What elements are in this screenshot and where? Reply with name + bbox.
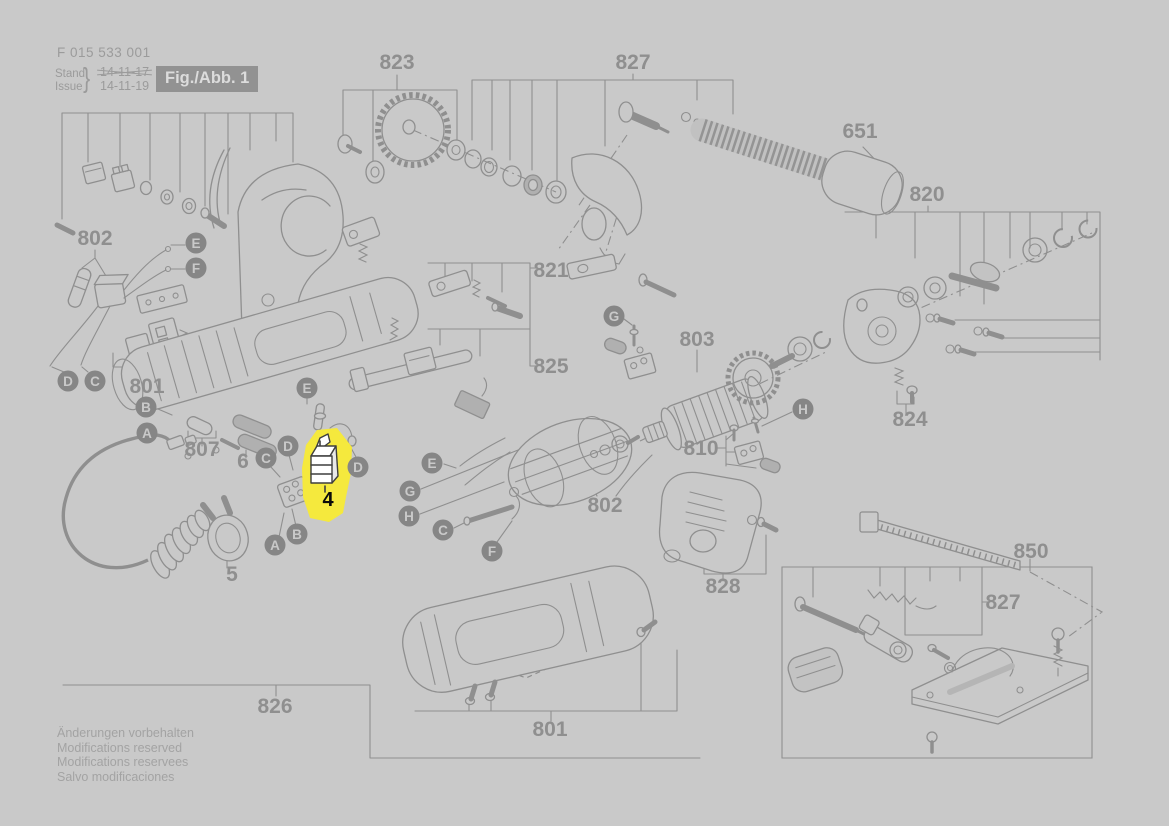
power-cord-drawing (61, 433, 249, 579)
callout-badge-e1: E (185, 232, 207, 254)
callout-badge-h1: H (398, 505, 420, 527)
part-label-824: 824 (892, 408, 927, 431)
old-date: 14-11-17 (100, 65, 150, 79)
callout-badge-a1: A (136, 422, 158, 444)
callout-badge-g2: G (603, 305, 625, 327)
arc-strip (209, 147, 231, 229)
brush-and-washer-parts-drawing (54, 147, 231, 236)
revision-dates: 14-11-17 14-11-19 (100, 65, 150, 93)
armature-drawing (589, 331, 831, 459)
svg-text:E: E (427, 456, 436, 471)
spring (893, 367, 905, 386)
stand-issue-labels: Stand Issue (55, 68, 85, 94)
svg-text:A: A (142, 426, 152, 441)
callout-badge-h2: H (792, 398, 814, 420)
callout-badge-b1: B (135, 396, 157, 418)
part-label-820: 820 (909, 183, 944, 206)
svg-text:C: C (438, 523, 448, 538)
svg-text:D: D (353, 460, 363, 475)
highlighted-part-number: 4 (322, 489, 334, 511)
svg-text:E: E (191, 236, 200, 251)
part-label-802-left: 802 (77, 227, 112, 250)
part-label-810: 810 (683, 437, 718, 460)
part-label-802-center: 802 (587, 494, 622, 517)
svg-text:C: C (90, 374, 100, 389)
stand-label: Stand (55, 68, 86, 80)
svg-text:H: H (798, 402, 808, 417)
part-label-6: 6 (237, 450, 249, 473)
document-number: F 015 533 001 (57, 45, 151, 60)
callout-badge-c3: C (432, 519, 454, 541)
part-label-827-top: 827 (615, 51, 650, 74)
blade-washer-set-drawing (446, 139, 567, 204)
part-label-807: 807 (184, 438, 219, 461)
part-label-825: 825 (533, 355, 568, 378)
base-plate-group-drawing (787, 511, 1089, 754)
brace-glyph: } (83, 62, 91, 93)
gearbox-group-drawing (843, 219, 1098, 404)
svg-text:B: B (292, 527, 302, 542)
highlighted-part-4[interactable]: 4 (302, 428, 352, 522)
callout-badge-c2: C (255, 447, 277, 469)
motor-cover-drawing (658, 471, 779, 574)
part-label-803: 803 (679, 328, 714, 351)
svg-text:A: A (270, 538, 280, 553)
part-labels: 823 827 651 820 802 821 803 825 801 824 … (77, 51, 1048, 741)
bearing-bracket-cluster-drawing (729, 416, 781, 474)
svg-text:F: F (192, 261, 200, 276)
svg-text:B: B (141, 400, 151, 415)
callout-badge-d1: D (57, 370, 79, 392)
part-label-801-bottom: 801 (532, 718, 567, 741)
reservation-notice: Änderungen vorbehalten Modifications res… (57, 726, 194, 784)
part-label-5: 5 (226, 563, 238, 586)
part-label-821: 821 (533, 259, 568, 282)
terminal-pin-cluster-drawing (603, 324, 657, 380)
callout-badge-a2: A (264, 534, 286, 556)
part-label-827-bottom: 827 (985, 591, 1020, 614)
svg-text:E: E (302, 381, 311, 396)
part-label-826: 826 (257, 695, 292, 718)
callout-badge-c1: C (84, 370, 106, 392)
saw-blade-drawing (337, 92, 451, 184)
callout-badge-e3: E (421, 452, 443, 474)
svg-text:F: F (488, 544, 496, 559)
svg-text:G: G (405, 484, 416, 499)
callout-badge-d3: D (347, 456, 369, 478)
part-label-828: 828 (705, 575, 740, 598)
blade-guard-drawing (566, 101, 701, 298)
callout-badges: E F D C B A E D C D B A E G H C F G H (57, 232, 814, 562)
callout-badge-e2: E (296, 377, 318, 399)
callout-badge-f1: F (185, 257, 207, 279)
field-coil-drawing (459, 416, 633, 526)
part-label-850: 850 (1013, 540, 1048, 563)
callout-badge-d2: D (277, 435, 299, 457)
new-date: 14-11-19 (100, 78, 150, 93)
callout-badge-g1: G (399, 480, 421, 502)
figure-badge: Fig./Abb. 1 (156, 66, 259, 92)
svg-text:D: D (63, 374, 73, 389)
motor-housing-lower-drawing (402, 565, 658, 706)
svg-text:C: C (261, 451, 271, 466)
part-label-651: 651 (842, 120, 877, 143)
part-label-823: 823 (379, 51, 414, 74)
spring (357, 243, 369, 263)
lever-parts-drawing (348, 269, 523, 420)
svg-text:D: D (283, 439, 293, 454)
tension-spring (867, 589, 937, 610)
svg-text:H: H (404, 509, 414, 524)
part-label-801-left: 801 (129, 375, 164, 398)
issue-label: Issue (55, 81, 83, 93)
hose-handle-drawing (690, 118, 904, 216)
callout-badge-b2: B (286, 523, 308, 545)
svg-text:G: G (609, 309, 620, 324)
motor-housing-upper-drawing (111, 216, 419, 411)
callout-badge-f2: F (481, 540, 503, 562)
